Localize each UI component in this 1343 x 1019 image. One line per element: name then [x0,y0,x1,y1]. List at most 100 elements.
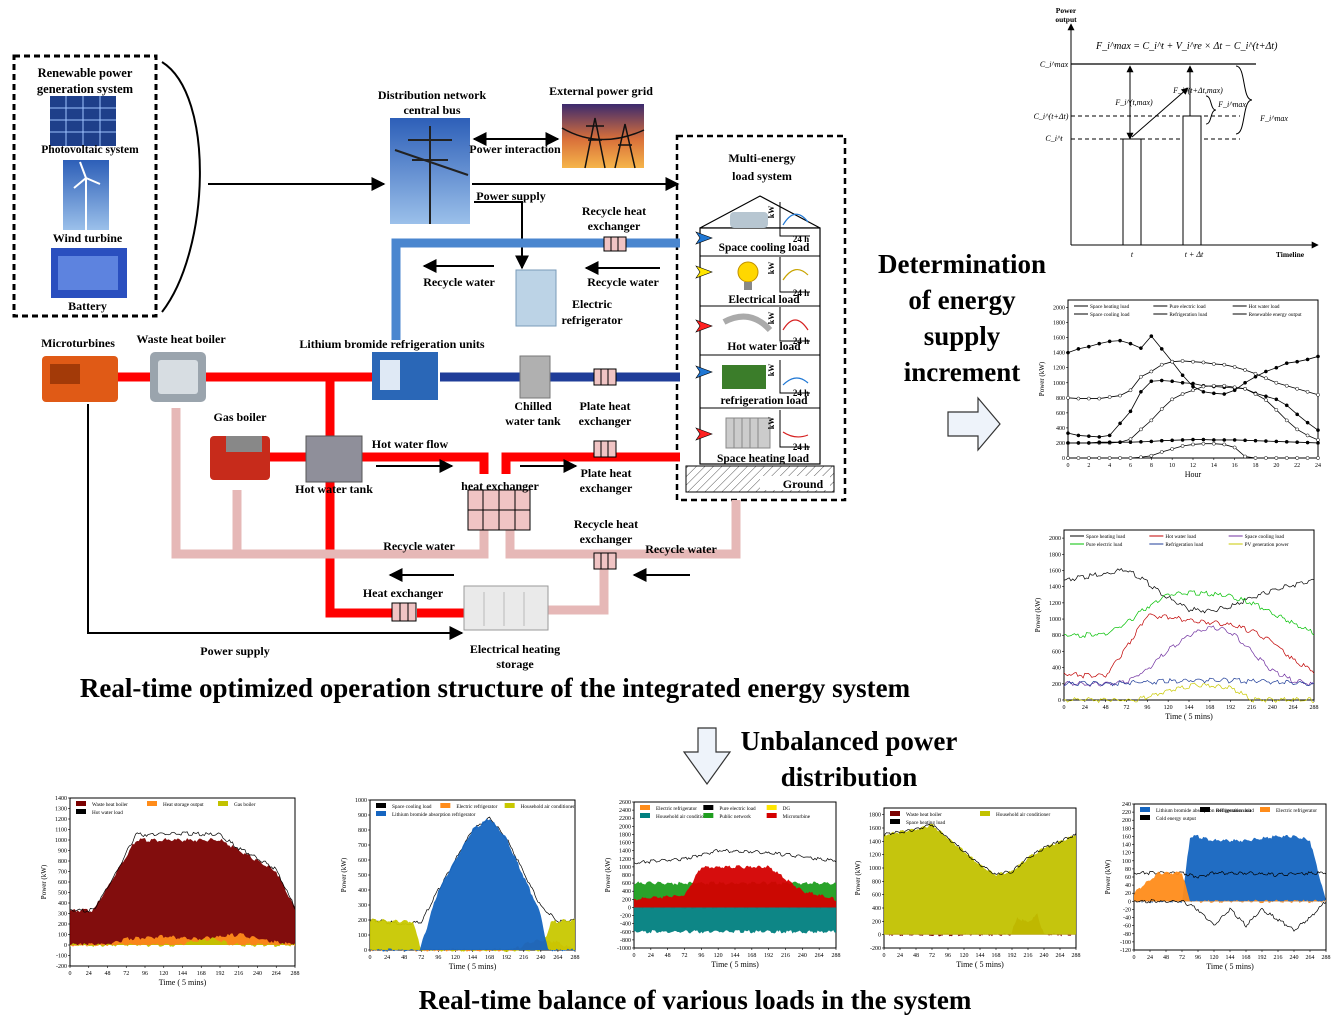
balance-electric-series-5 [634,865,836,908]
realtime-5min-xtick-label: 72 [1124,705,1130,711]
forecast-hourly-ytick-label: 800 [1056,396,1065,402]
balance-cooling-xtick-label: 216 [519,955,528,961]
balance-refrigeration-xtick-label: 288 [1322,955,1331,961]
balance-cooling-legend-swatch [376,811,386,816]
forecast-hourly-point [1264,398,1268,402]
balance-heat-legend-swatch [218,801,228,806]
balance-refrigeration-ytick-label: 140 [1122,843,1131,849]
balance-space-heating-legend-swatch [890,819,900,824]
balance-heat-ytick-label: 1200 [55,817,67,823]
plate-hx-2 [593,440,617,458]
load-label-hot-water: Hot water load [727,341,801,353]
forecast-hourly-point [1211,438,1216,442]
balance-cooling-ytick-label: 700 [358,843,367,849]
forecast-hourly-legend-label: Refrigeration load [1169,311,1207,318]
forecast-hourly-point [1305,389,1310,394]
forecast-hourly-point [1180,359,1185,363]
forecast-hourly-series-3 [1068,385,1319,444]
balance-electric-legend-label: Microturbine [783,814,811,820]
formula-ylabel-l1: Power [1055,6,1077,15]
forecast-hourly-point [1118,393,1122,398]
plate-hx2-l1: Plate heat [580,466,632,480]
realtime-5min-series-4 [1063,677,1315,687]
forecast-hourly-point [1222,392,1227,396]
f-r-label: F_i^max [1218,100,1246,109]
forecast-hourly-point [1097,396,1102,401]
balance-cooling-xtick-label: 0 [369,955,372,961]
forecast-hourly-point [1097,456,1102,460]
realtime-5min-xtick-label: 144 [1185,705,1194,711]
balance-heat-legend-swatch [76,809,86,814]
forecast-hourly-point [1305,456,1310,460]
realtime-5min-xtick-label: 216 [1247,705,1256,711]
forecast-hourly-point [1284,418,1289,423]
balance-heat-xtick-label: 168 [197,971,206,977]
balance-electric-ytick-label: 1000 [619,865,631,871]
balance-space-heating-xtick-label: 144 [976,953,985,959]
balance-refrigeration-legend-swatch [1260,807,1270,812]
forecast-hourly-xtick-label: 4 [1108,463,1111,469]
balance-space-heating-xtick-label: 72 [929,953,935,959]
balance-heat-xtick-label: 0 [69,971,72,977]
balance-cooling-legend-swatch [504,803,515,808]
balance-space-heating-xtick-label: 264 [1056,953,1065,959]
forecast-hourly-point [1170,397,1175,402]
forecast-hourly-xtick-label: 0 [1067,463,1070,469]
heat-exchanger-bottom [391,602,417,622]
unbalanced-heading: Unbalanced power distribution [716,723,982,795]
balance-cooling-ytick-label: 200 [358,918,367,924]
balance-heat-ytick-label: -200 [56,964,67,970]
ehs-l2: storage [496,657,534,671]
balance-space-heating-xtick-label: 240 [1040,953,1049,959]
balance-refrigeration-legend-label: Refrigeration load [1216,807,1254,814]
forecast-hourly-point [1170,359,1175,364]
balance-refrigeration-ytick-label: -60 [1123,924,1131,930]
forecast-hourly-point [1222,442,1227,447]
balance-refrigeration-legend-swatch [1200,807,1210,812]
c-tdt-label: C_i^(t+Δt) [1033,112,1069,121]
forecast-hourly-point [1274,397,1279,402]
forecast-hourly-point [1139,374,1143,379]
balance-refrigeration-legend-label: Cold energy output [1156,816,1197,822]
structure-heading: Real-time optimized operation structure … [79,673,911,703]
balance-heat-ytick-label: 400 [58,901,67,907]
balance-electric-legend-label: Public network [719,814,751,820]
recycle-hx-bot-l2: exchanger [579,532,633,546]
balance-refrigeration-legend-label: Electric refrigerator [1276,807,1317,814]
electric-refrigerator-image [515,269,557,327]
realtime-5min-xtick-label: 120 [1164,705,1173,711]
balance-space-heating-ytick-label: 600 [872,893,881,899]
balance-space-heating-series-2 [883,823,1077,876]
forecast-hourly-ytick-label: 400 [1056,426,1065,432]
balance-refrigeration-ytick-label: 100 [1122,859,1131,865]
forecast-hourly-point [1274,380,1279,385]
realtime-5min-xtick-label: 240 [1268,705,1277,711]
power-interaction-label: Power interaction [469,142,561,156]
forecast-hourly-point [1170,379,1175,384]
forecast-hourly-point [1159,378,1164,383]
balance-refrigeration-ytick-label: 60 [1125,875,1131,881]
balance-space-heating-ytick-label: 1400 [869,839,881,845]
realtime-5min-ytick-label: 1800 [1049,552,1061,558]
forecast-hourly-point [1253,374,1258,379]
balance-heat-ytick-label: 200 [58,922,67,928]
realtime-5min-xtick-label: 96 [1144,705,1150,711]
plate-hx1-l1: Plate heat [579,399,631,413]
balance-refrigeration-xtick-label: 240 [1290,955,1299,961]
forecast-hourly-point [1159,347,1164,351]
forecast-hourly-point [1180,438,1185,442]
forecast-hourly-point [1086,434,1091,439]
realtime-5min-xtick-label: 24 [1082,705,1088,711]
balance-space-heating-xlabel: Time ( 5 mins) [956,960,1004,969]
forecast-hourly-ytick-label: 2000 [1053,306,1065,312]
balance-refrigeration-xtick-label: 96 [1195,955,1201,961]
balance-heat-ytick-label: 900 [58,849,67,855]
balance-electric-xtick-label: 264 [815,953,824,959]
balance-refrigeration-legend-swatch [1140,815,1150,820]
unbalanced-line2: distribution [780,762,918,792]
forecast-hourly-point [1201,360,1206,365]
forecast-hourly-point [1264,394,1268,399]
forecast-hourly-point [1066,456,1070,460]
balance-heat-legend-swatch [147,801,157,806]
balance-heat-xtick-label: 264 [272,971,281,977]
